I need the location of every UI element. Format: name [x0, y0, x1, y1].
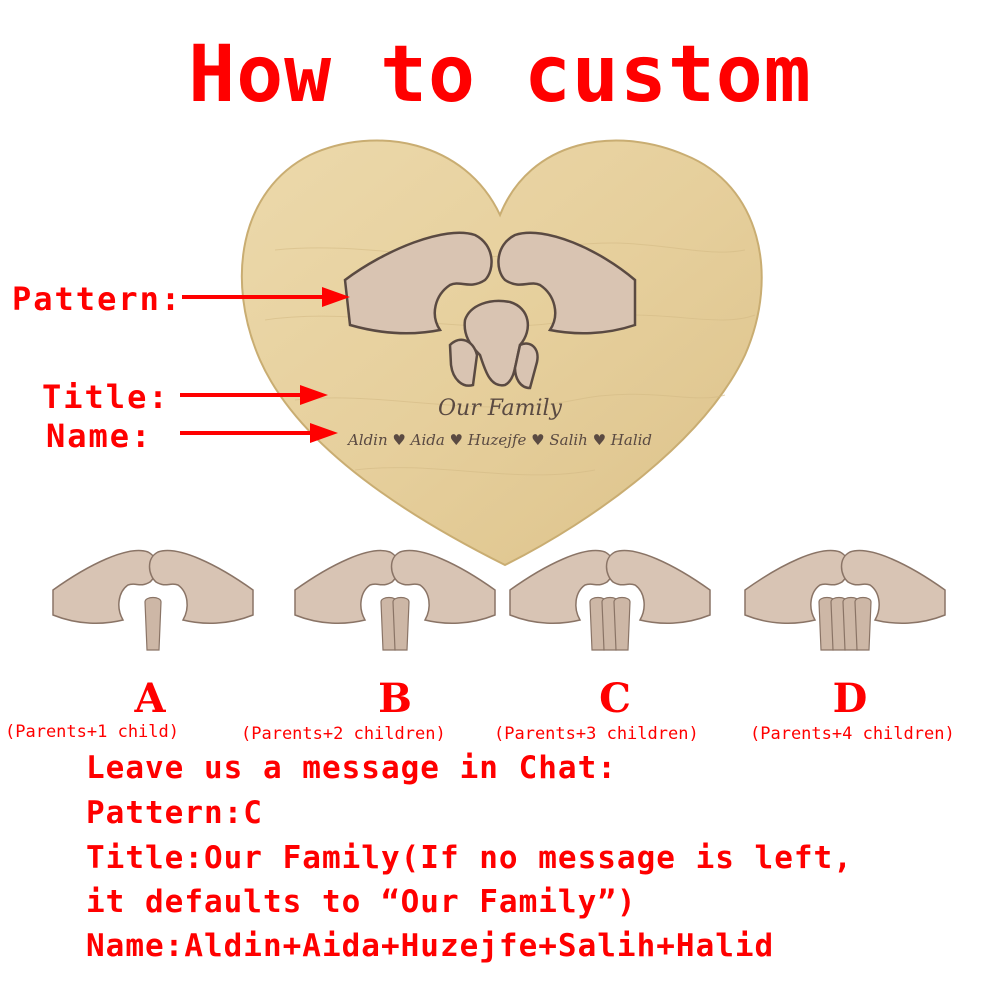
message-line-2: Pattern:C — [86, 795, 263, 831]
option-b-hands-image — [294, 549, 496, 651]
option-d-letter: D — [832, 675, 868, 722]
option-c-hands-image — [509, 549, 711, 651]
hands-pattern — [343, 231, 637, 390]
message-line-4: it defaults to “Our Family”) — [86, 884, 637, 920]
option-c-desc: (Parents+3 children) — [494, 724, 699, 744]
message-line-1: Leave us a message in Chat: — [86, 750, 617, 786]
title-arrow — [180, 385, 328, 405]
plaque-names: Aldin ♥ Aida ♥ Huzejfe ♥ Salih ♥ Halid — [346, 431, 652, 449]
option-c-letter: C — [599, 675, 631, 722]
option-a-hands-image — [52, 549, 254, 651]
option-a-desc: (Parents+1 child) — [5, 722, 179, 742]
option-d-desc: (Parents+4 children) — [750, 724, 955, 744]
plaque-title: Our Family — [438, 396, 563, 421]
option-a-letter: A — [134, 675, 166, 722]
option-b-desc: (Parents+2 children) — [241, 724, 446, 744]
child-hand — [854, 596, 872, 651]
child-hand — [613, 596, 631, 651]
option-b-letter: B — [378, 675, 412, 722]
message-line-5: Name:Aldin+Aida+Huzejfe+Salih+Halid — [86, 928, 775, 964]
heart-plaque: Our Family Aldin ♥ Aida ♥ Huzejfe ♥ Sali… — [240, 139, 763, 567]
child-hand — [144, 596, 162, 651]
message-line-3: Title:Our Family(If no message is left, — [86, 840, 853, 876]
title-label: Title: — [42, 378, 170, 416]
name-arrow — [180, 423, 338, 443]
pattern-arrow — [182, 287, 350, 307]
page-title: How to custom — [188, 30, 812, 120]
pattern-label: Pattern: — [12, 280, 183, 318]
option-d-hands-image — [744, 549, 946, 651]
child-hand — [392, 596, 410, 651]
name-label: Name: — [46, 417, 153, 455]
